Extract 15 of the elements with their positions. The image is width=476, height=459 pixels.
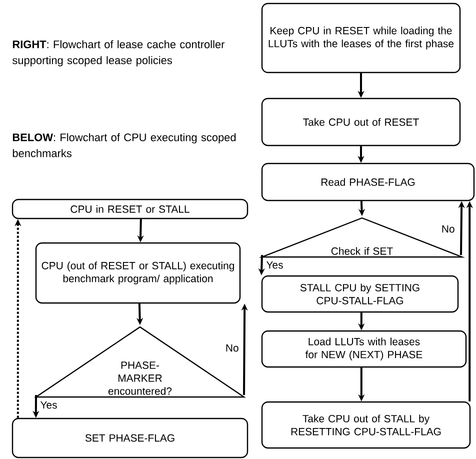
process-box: CPU in RESET or STALL	[12, 198, 248, 220]
process-box: Take CPU out of RESET	[261, 98, 461, 146]
note-text: BELOW: Flowchart of CPU executing scoped benchmarks	[12, 133, 236, 158]
process-box: Take CPU out of STALL by RESETTING CPU-STALL-FLAG	[261, 401, 471, 449]
edge-label: No	[440, 224, 456, 234]
edge-label: No	[224, 343, 240, 353]
edge-label: Yes	[39, 400, 58, 410]
process-box: SET PHASE-FLAG	[12, 418, 248, 458]
process-box: Read PHASE-FLAG	[261, 162, 475, 202]
process-box: CPU (out of RESET or STALL) executing benchmark program/ application	[35, 242, 241, 304]
process-box: STALL CPU by SETTING CPU-STALL-FLAG	[261, 275, 459, 313]
process-box: Keep CPU in RESET while loading the LLUTs with the leases of the first phase	[261, 2, 461, 74]
note-text: RIGHT: Flowchart of lease cache controller supporting scoped lease policies	[12, 40, 225, 66]
edge-label: Yes	[265, 260, 284, 270]
process-box: Load LLUTs with leases for NEW (NEXT) PHASE	[261, 330, 467, 368]
